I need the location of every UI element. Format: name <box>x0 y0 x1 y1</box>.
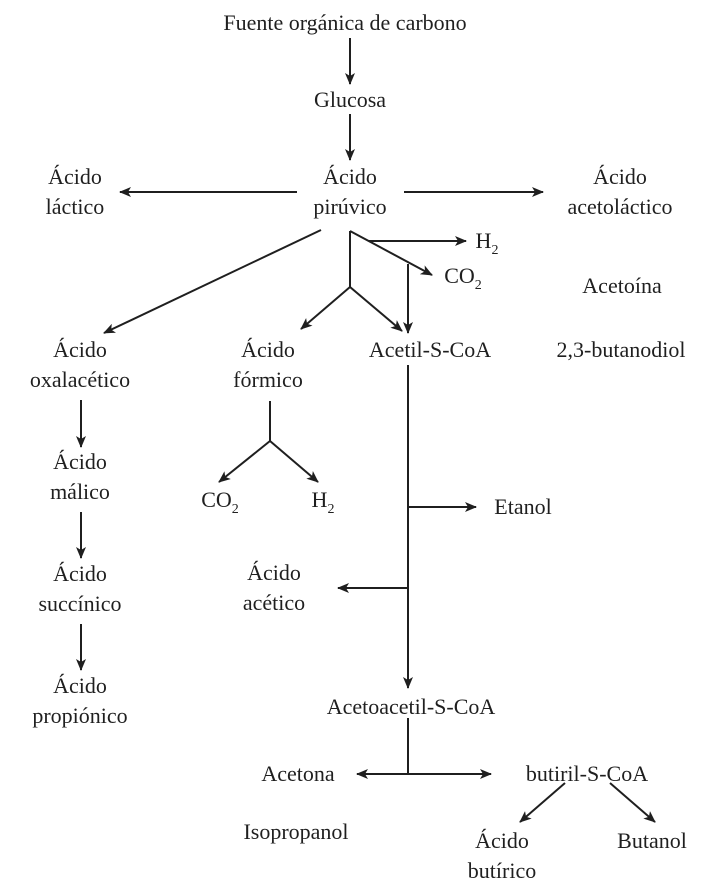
edge-butiril-butanol <box>609 782 656 823</box>
node-butiril-s-coa: butiril-S-CoA <box>526 759 648 789</box>
node-acido-succinico: Ácido succínico <box>38 559 121 619</box>
node-label: Acetoacetil-S-CoA <box>326 694 496 719</box>
formula-base: H <box>475 228 492 253</box>
node-label: Etanol <box>494 494 552 519</box>
node-acido-propionico: Ácido propiónico <box>32 671 127 731</box>
node-acido-formico: Ácido fórmico <box>233 335 303 395</box>
node-label: Ácido <box>53 561 107 586</box>
formula-subscript: 2 <box>474 278 482 293</box>
node-label: Ácido <box>53 673 107 698</box>
formula-base: H <box>311 487 328 512</box>
node-label: Glucosa <box>313 87 387 112</box>
node-label: Fuente orgánica de carbono <box>223 10 467 35</box>
formula-subscript: 2 <box>491 243 499 258</box>
node-label: Ácido <box>475 828 529 853</box>
node-acido-acetico: Ácido acético <box>243 558 305 618</box>
edge-piruvico-co2 <box>349 230 433 276</box>
node-label: Acetil-S-CoA <box>368 337 492 362</box>
node-label: 2,3-butanodiol <box>556 337 686 362</box>
edge-formico-co2 <box>218 440 271 483</box>
node-acido-malico: Ácido málico <box>50 447 110 507</box>
node-label: Ácido <box>323 164 377 189</box>
formula-subscript: 2 <box>327 502 335 517</box>
node-butanol: Butanol <box>617 826 687 856</box>
node-label: Ácido <box>53 337 107 362</box>
node-acetoacetil-s-coa: Acetoacetil-S-CoA <box>327 692 496 722</box>
node-fuente-organica: Fuente orgánica de carbono <box>223 8 466 38</box>
node-acido-acetolactico: Ácido acetoláctico <box>567 162 672 222</box>
node-acido-butirico: Ácido butírico <box>468 826 536 886</box>
node-label: Ácido <box>593 164 647 189</box>
node-acetona: Acetona <box>261 759 334 789</box>
node-label: pirúvico <box>313 194 387 219</box>
formula-base: CO <box>444 263 475 288</box>
formula: H2 <box>475 226 499 258</box>
node-label: Ácido <box>247 560 301 585</box>
edge-branch-acetil <box>349 286 403 332</box>
node-label: succínico <box>38 591 122 616</box>
node-label: Isopropanol <box>243 819 349 844</box>
edge-butiril-butirico <box>519 782 566 823</box>
node-label: acetoláctico <box>567 194 673 219</box>
node-label: Butanol <box>617 828 687 853</box>
node-label: málico <box>50 479 110 504</box>
node-etanol: Etanol <box>494 492 551 522</box>
node-butanodiol: 2,3-butanodiol <box>557 335 686 365</box>
node-acetoina: Acetoína <box>582 271 661 301</box>
node-acetil-s-coa: Acetil-S-CoA <box>369 335 491 365</box>
node-label: propiónico <box>32 703 128 728</box>
edge-branch-formico <box>300 286 351 330</box>
node-acido-piruvico: Ácido pirúvico <box>313 162 386 222</box>
node-label: Acetoína <box>582 273 662 298</box>
node-h2-piruvico: H2 <box>475 226 499 258</box>
node-acido-oxalacetico: Ácido oxalacético <box>30 335 130 395</box>
formula-subscript: 2 <box>231 502 239 517</box>
formula: CO2 <box>444 261 482 293</box>
node-co2-piruvico: CO2 <box>444 261 482 293</box>
node-label: Ácido <box>241 337 295 362</box>
node-label: Ácido <box>48 164 102 189</box>
node-label: Ácido <box>53 449 107 474</box>
node-label: oxalacético <box>29 367 131 392</box>
node-label: butírico <box>467 858 537 883</box>
formula: H2 <box>311 485 335 517</box>
node-acido-lactico: Ácido láctico <box>46 162 105 222</box>
node-isopropanol: Isopropanol <box>243 817 348 847</box>
edge-piruvico-oxalacetico <box>103 229 322 334</box>
formula: CO2 <box>201 485 239 517</box>
edge-formico-h2 <box>269 440 319 483</box>
node-label: acético <box>242 590 306 615</box>
node-h2-formico: H2 <box>311 485 335 517</box>
node-label: butiril-S-CoA <box>525 761 649 786</box>
node-label: láctico <box>45 194 105 219</box>
node-co2-formico: CO2 <box>201 485 239 517</box>
node-label: Acetona <box>261 761 335 786</box>
formula-base: CO <box>201 487 232 512</box>
node-glucosa: Glucosa <box>314 85 386 115</box>
node-label: fórmico <box>233 367 303 392</box>
